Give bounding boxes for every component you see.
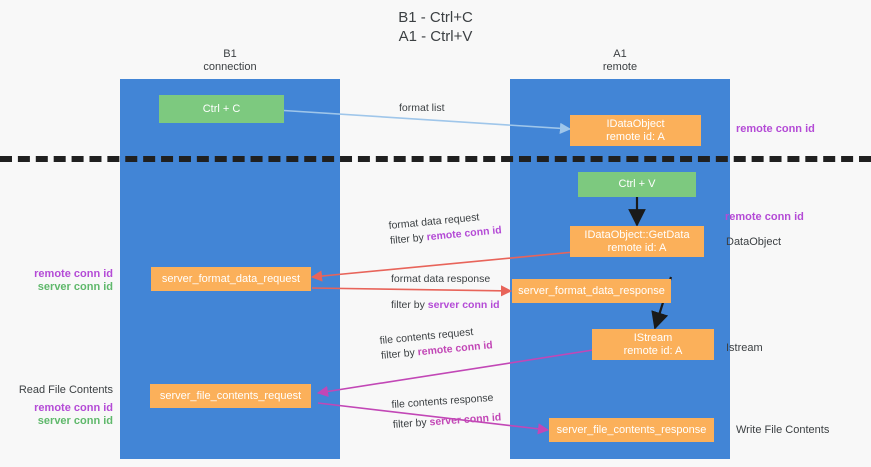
side-label-read-file-contents: Read File Contents (18, 384, 113, 396)
filter-key-server-conn-id: server conn id (427, 299, 500, 311)
page-title: B1 - Ctrl+C A1 - Ctrl+V (398, 9, 473, 45)
edge-label-format-data-response-filter: filter by server conn id (391, 298, 500, 313)
node-server-file-contents-request[interactable]: server_file_contents_request (150, 384, 311, 408)
node-ctrl-v[interactable]: Ctrl + V (578, 172, 696, 197)
column-header-b1: B1 connection (203, 48, 257, 73)
edge-label-file-contents-response-filter: filter by server conn id (392, 410, 501, 433)
side-label-remote-conn-id-mid: remote conn id (725, 211, 804, 223)
edge-label-file-contents-response: file contents response filter by server … (391, 390, 502, 432)
filter-prefix: filter by (389, 231, 428, 247)
edge-label-file-contents-request: file contents request filter by remote c… (379, 323, 493, 364)
side-label-remote-conn-id-top: remote conn id (736, 123, 815, 135)
edge-label-file-contents-response-title: file contents response (391, 391, 494, 411)
node-idataobject-getdata[interactable]: IDataObject::GetData remote id: A (570, 226, 704, 257)
column-header-a1: A1 remote (602, 48, 638, 73)
node-server-format-data-response[interactable]: server_format_data_response (512, 279, 671, 303)
edge-label-format-data-response-title: format data response (391, 273, 491, 285)
side-label-left-remote-conn-id: remote conn id (34, 268, 113, 280)
side-label-left-remote-conn-id-2: remote conn id (34, 402, 113, 414)
phase-separator-divider (0, 156, 871, 162)
node-idataobject[interactable]: IDataObject remote id: A (570, 115, 701, 146)
side-label-dataobject: DataObject (726, 236, 782, 248)
node-ctrl-c[interactable]: Ctrl + C (159, 95, 284, 123)
edge-label-format-data-request: format data request filter by remote con… (388, 208, 502, 249)
side-label-left-server-conn-id: server conn id (37, 281, 113, 293)
edge-label-format-list: format list (399, 102, 445, 114)
side-label-left-server-conn-id-2: server conn id (37, 415, 113, 427)
node-server-format-data-request[interactable]: server_format_data_request (151, 267, 311, 291)
filter-prefix: filter by (392, 416, 430, 431)
side-label-write-file-contents: Write File Contents (736, 424, 830, 436)
filter-prefix: filter by (391, 299, 428, 311)
filter-key-server-conn-id: server conn id (429, 411, 502, 429)
node-istream[interactable]: IStream remote id: A (592, 329, 714, 360)
side-label-istream: Istream (726, 342, 763, 354)
node-server-file-contents-response[interactable]: server_file_contents_response (549, 418, 714, 442)
filter-prefix: filter by (380, 346, 419, 362)
edge-label-format-data-response: format data response filter by server co… (391, 272, 500, 313)
